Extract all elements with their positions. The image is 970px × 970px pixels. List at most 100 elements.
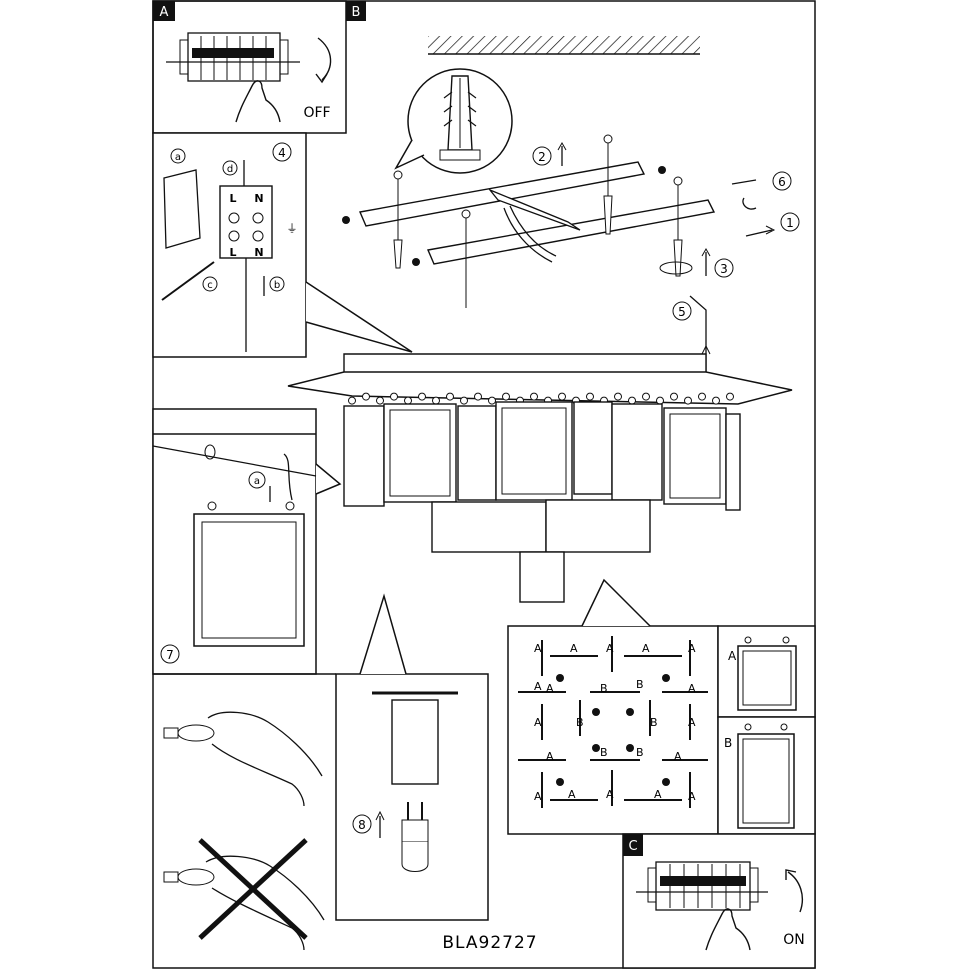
- wiring-sub-a: a: [175, 152, 181, 163]
- plan-glass-label: B: [600, 746, 608, 759]
- hook-icon: [446, 392, 454, 401]
- plan-glass-label: A: [688, 790, 696, 803]
- panel-bulb-handling: [153, 673, 336, 951]
- hook-icon: [698, 392, 706, 401]
- wall-plug-icon: [439, 75, 481, 161]
- hook-icon: [376, 396, 384, 405]
- panel-a-switch-off: A OFF: [152, 0, 347, 134]
- plan-glass-label: A: [606, 788, 614, 801]
- product-code: BLA92727: [442, 933, 537, 953]
- plan-glass-label: A: [688, 682, 696, 695]
- plan-glass-label: A: [606, 642, 614, 655]
- panel-b-tag: B: [352, 5, 361, 20]
- plan-glass-label: A: [546, 682, 554, 695]
- hook-icon: [712, 396, 720, 405]
- step-3-marker: 3: [659, 247, 734, 278]
- step-5-marker: 5: [672, 295, 711, 372]
- hang-sub-a: a: [254, 476, 260, 487]
- bulb-position-dot: [556, 778, 564, 786]
- hook-icon: [488, 396, 496, 405]
- panel-bulb-replace: 8: [335, 593, 489, 921]
- terminal-l-label: L: [229, 192, 236, 205]
- bulb-position-dot: [592, 708, 600, 716]
- hook-icon: [684, 396, 692, 405]
- hook-icon: [432, 396, 440, 405]
- svg-text:6: 6: [778, 175, 786, 189]
- panel-wiring-detail: 4 a d c b L N L N ⏚: [152, 132, 413, 358]
- terminal-n-label: N: [254, 192, 263, 205]
- panel-a-tag: A: [160, 5, 169, 20]
- bulb-position-dot: [592, 744, 600, 752]
- wall-plug-callout: [394, 68, 513, 174]
- plan-glass-label: A: [688, 642, 696, 655]
- glass-type-b-box: B: [717, 716, 816, 835]
- wiring-sub-b: b: [274, 280, 280, 291]
- hook-icon: [502, 392, 510, 401]
- panel-b-tag-box: [346, 1, 366, 21]
- plan-glass-label: A: [534, 642, 542, 655]
- bulb-with-cloth-icon: [163, 711, 323, 807]
- hook-icon: [474, 392, 482, 401]
- chandelier-illustration: [287, 353, 793, 603]
- hook-icon: [362, 392, 370, 401]
- plan-glass-label: A: [546, 750, 554, 763]
- rotate-arrow-icon: [787, 871, 804, 913]
- step-4-label: 4: [278, 146, 286, 160]
- terminal-cover-icon: [163, 169, 201, 249]
- g9-halogen-bulb-icon: [401, 802, 429, 872]
- glass-type-b-label: B: [724, 736, 732, 750]
- plan-glass-label: B: [636, 678, 644, 691]
- ceiling-hatch: [428, 36, 700, 55]
- bulb-position-dot: [662, 674, 670, 682]
- breaker-block-icon: [636, 861, 768, 911]
- hook-icon: [628, 396, 636, 405]
- step-6-marker: 6: [731, 171, 792, 210]
- glass-type-a-label: A: [728, 649, 737, 663]
- cross-out-icon: [198, 838, 308, 940]
- plan-glass-label: A: [570, 642, 578, 655]
- hook-row: [348, 392, 734, 405]
- svg-text:3: 3: [720, 262, 728, 276]
- ground-icon: ⏚: [287, 222, 298, 235]
- lamp-holder-icon: [391, 699, 439, 785]
- step-8-label: 8: [358, 818, 366, 832]
- plan-glass-label: B: [650, 716, 658, 729]
- plan-glass-label: B: [636, 746, 644, 759]
- plan-glass-label: B: [576, 716, 584, 729]
- bulb-position-dot: [626, 708, 634, 716]
- hook-icon: [726, 392, 734, 401]
- wiring-sub-c: c: [207, 280, 213, 291]
- plan-glass-label: A: [688, 716, 696, 729]
- panel-a-tag-box: [153, 1, 175, 21]
- plan-glass-label: A: [642, 642, 650, 655]
- hook-icon: [404, 396, 412, 405]
- glass-type-a-box: A: [717, 625, 816, 718]
- hook-icon: [390, 392, 398, 401]
- hook-icon: [418, 392, 426, 401]
- glass-panel-icon: [193, 513, 305, 647]
- plan-glass-label: A: [534, 680, 542, 693]
- svg-text:1: 1: [786, 216, 794, 230]
- hook-icon: [614, 392, 622, 401]
- step-1-marker: 1: [745, 212, 800, 237]
- hook-icon: [642, 392, 650, 401]
- hook-icon: [670, 392, 678, 401]
- hand-icon: [705, 908, 751, 951]
- plan-glass-label: B: [600, 682, 608, 695]
- svg-text:5: 5: [678, 305, 686, 319]
- hook-icon: [656, 396, 664, 405]
- svg-text:2: 2: [538, 150, 546, 164]
- terminal-l-label-bottom: L: [229, 246, 236, 259]
- screws: [342, 134, 683, 308]
- panel-c-switch-on: C ON: [622, 833, 816, 969]
- off-label: OFF: [303, 105, 330, 121]
- panel-c-tag: C: [628, 839, 637, 854]
- screwdriver-icon: [161, 261, 215, 301]
- rotate-arrow-icon: [317, 37, 332, 81]
- plan-glass-label: A: [654, 788, 662, 801]
- bulb-position-dot: [556, 674, 564, 682]
- step-2-marker: 2: [532, 141, 567, 166]
- plan-glass-label: A: [568, 788, 576, 801]
